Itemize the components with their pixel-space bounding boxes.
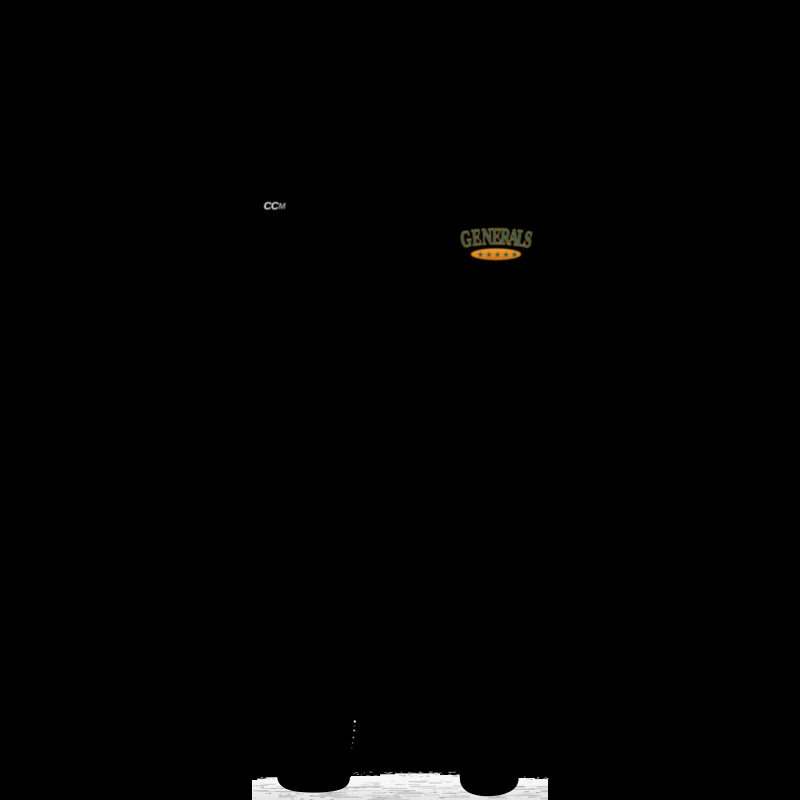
- svg-text:CC: CC: [264, 200, 279, 212]
- svg-text:A: A: [507, 225, 519, 251]
- svg-text:L: L: [515, 226, 527, 252]
- svg-text:N: N: [481, 225, 492, 251]
- svg-text:G: G: [459, 226, 474, 253]
- svg-text:E: E: [492, 224, 501, 249]
- svg-text:R: R: [500, 225, 511, 251]
- svg-text:M: M: [278, 201, 286, 211]
- svg-text:E: E: [471, 225, 483, 251]
